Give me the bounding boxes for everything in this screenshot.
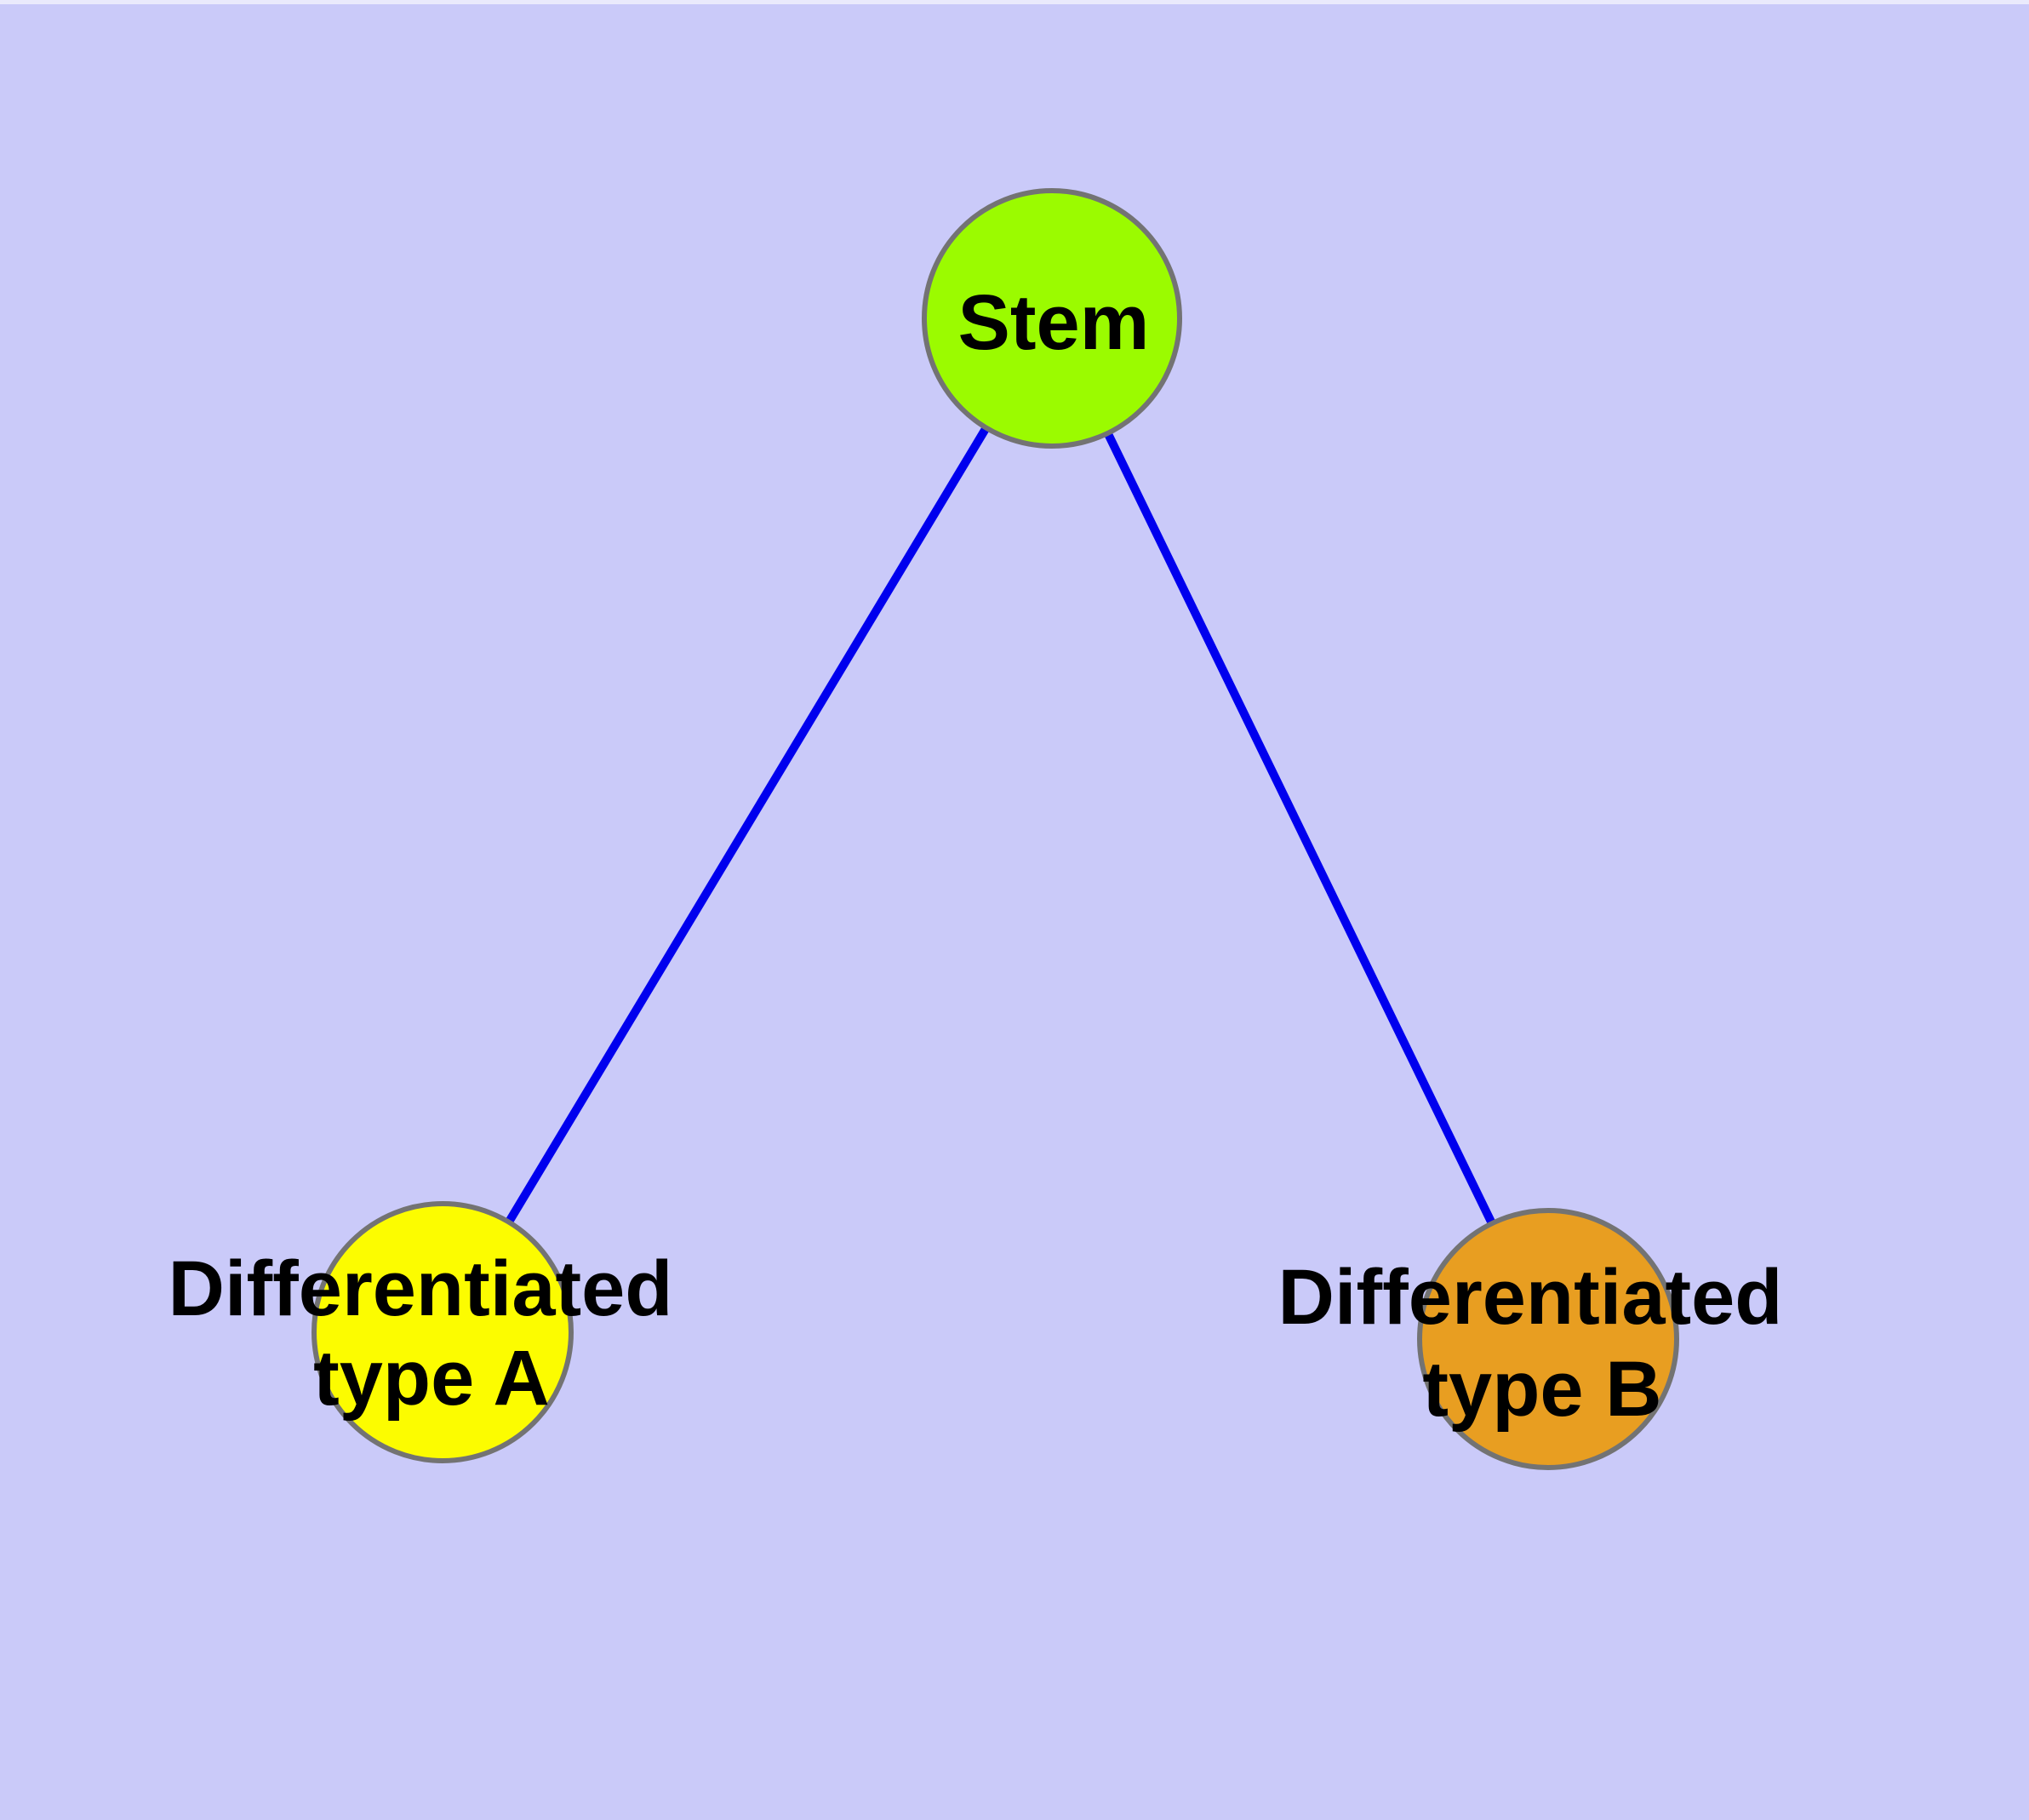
node-type-a-circle (311, 1201, 574, 1463)
node-stem-circle (922, 188, 1182, 449)
node-type-a-label-line2: type A (313, 1335, 550, 1422)
node-type-a-label-line1: Differentiated (169, 1245, 673, 1332)
node-stem-label: Stem (958, 279, 1150, 366)
edge-stem-to-type-a (438, 314, 1056, 1336)
edge-stem-to-type-b (1048, 314, 1552, 1343)
top-edge-highlight (0, 0, 2029, 4)
node-type-b-label-line1: Differentiated (1278, 1254, 1783, 1341)
node-type-b-label-line2: type B (1422, 1346, 1661, 1433)
node-type-b-circle (1417, 1208, 1679, 1470)
